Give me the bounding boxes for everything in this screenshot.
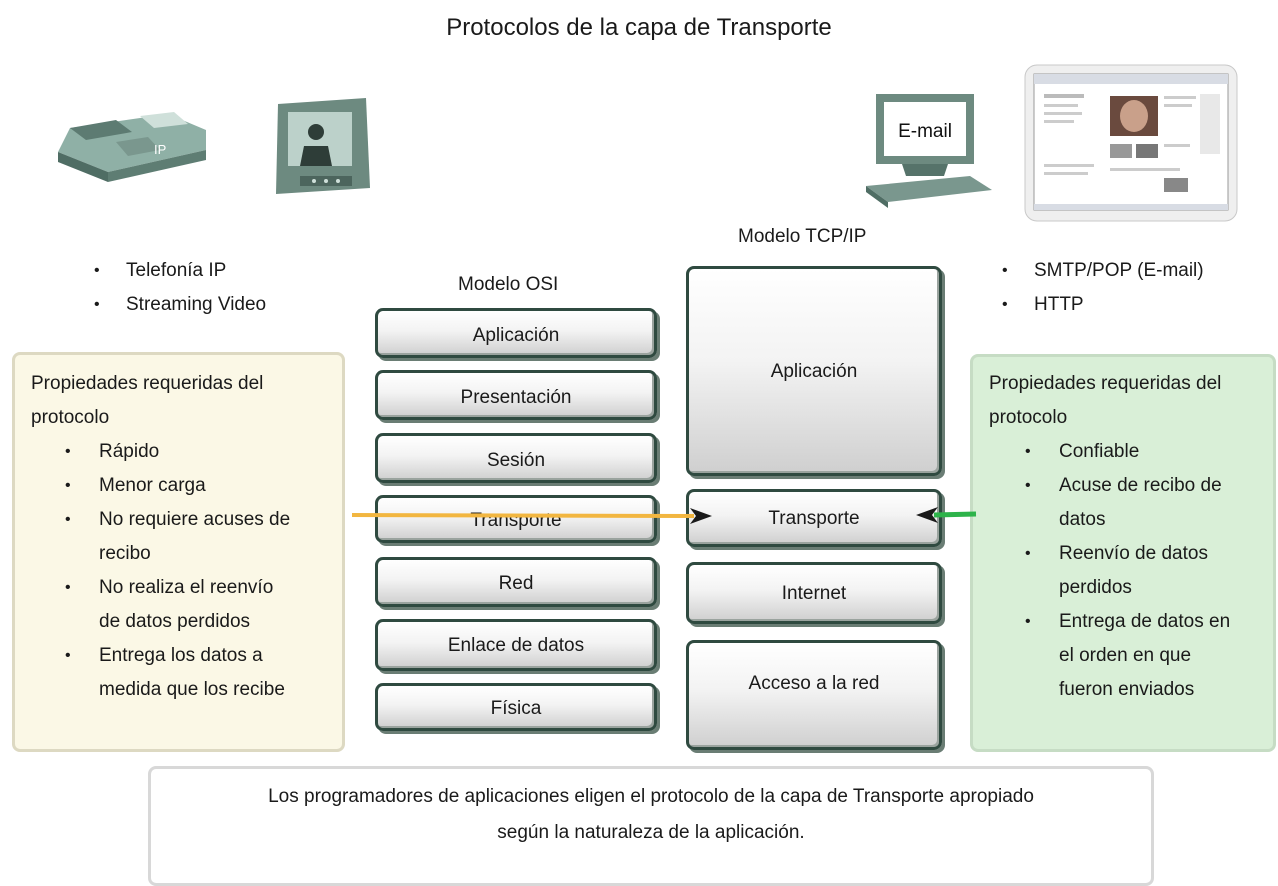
- osi-layer-red: Red: [375, 557, 657, 607]
- left-app-list: Telefonía IP Streaming Video: [92, 254, 266, 322]
- tcpip-layer-acceso: Acceso a la red: [686, 640, 942, 750]
- left-app-item: Streaming Video: [92, 288, 266, 322]
- diagram-title: Protocolos de la capa de Transporte: [446, 14, 832, 41]
- tcpip-layer-aplicacion: Aplicación: [686, 266, 942, 476]
- osi-layer-aplicacion: Aplicación: [375, 308, 657, 358]
- web-browser-icon: [1024, 64, 1238, 222]
- right-property-item: Confiable: [973, 435, 1273, 469]
- osi-layer-fisica: Física: [375, 683, 657, 731]
- left-property-item: Rápido: [15, 435, 342, 469]
- osi-model-label: Modelo OSI: [458, 274, 559, 295]
- right-app-list: SMTP/POP (E-mail) HTTP: [1000, 254, 1204, 322]
- left-app-item: Telefonía IP: [92, 254, 266, 288]
- email-label: E-mail: [898, 121, 952, 142]
- tcpip-layer-internet: Internet: [686, 562, 942, 624]
- osi-layer-enlace: Enlace de datos: [375, 619, 657, 671]
- footer-note-line2: según la naturaleza de la aplicación.: [497, 822, 805, 843]
- footer-note-line1: Los programadores de aplicaciones eligen…: [268, 786, 1034, 807]
- osi-layer-sesion: Sesión: [375, 433, 657, 483]
- osi-layer-presentacion: Presentación: [375, 370, 657, 420]
- osi-layer-transporte: Transporte: [375, 495, 657, 543]
- tcpip-layer-transporte: Transporte: [686, 489, 942, 547]
- email-computer-icon: E-mail: [862, 92, 994, 210]
- tcpip-model-label: Modelo TCP/IP: [738, 226, 867, 247]
- footer-note-box: Los programadores de aplicaciones eligen…: [148, 766, 1154, 886]
- left-property-item: Menor carga: [15, 469, 342, 503]
- video-monitor-icon: [270, 96, 374, 196]
- right-app-item: HTTP: [1000, 288, 1204, 322]
- left-properties-list: Rápido Menor carga No requiere acuses de…: [15, 435, 342, 707]
- ip-phone-icon: IP: [56, 110, 208, 182]
- ip-phone-label: IP: [154, 142, 166, 157]
- right-app-item: SMTP/POP (E-mail): [1000, 254, 1204, 288]
